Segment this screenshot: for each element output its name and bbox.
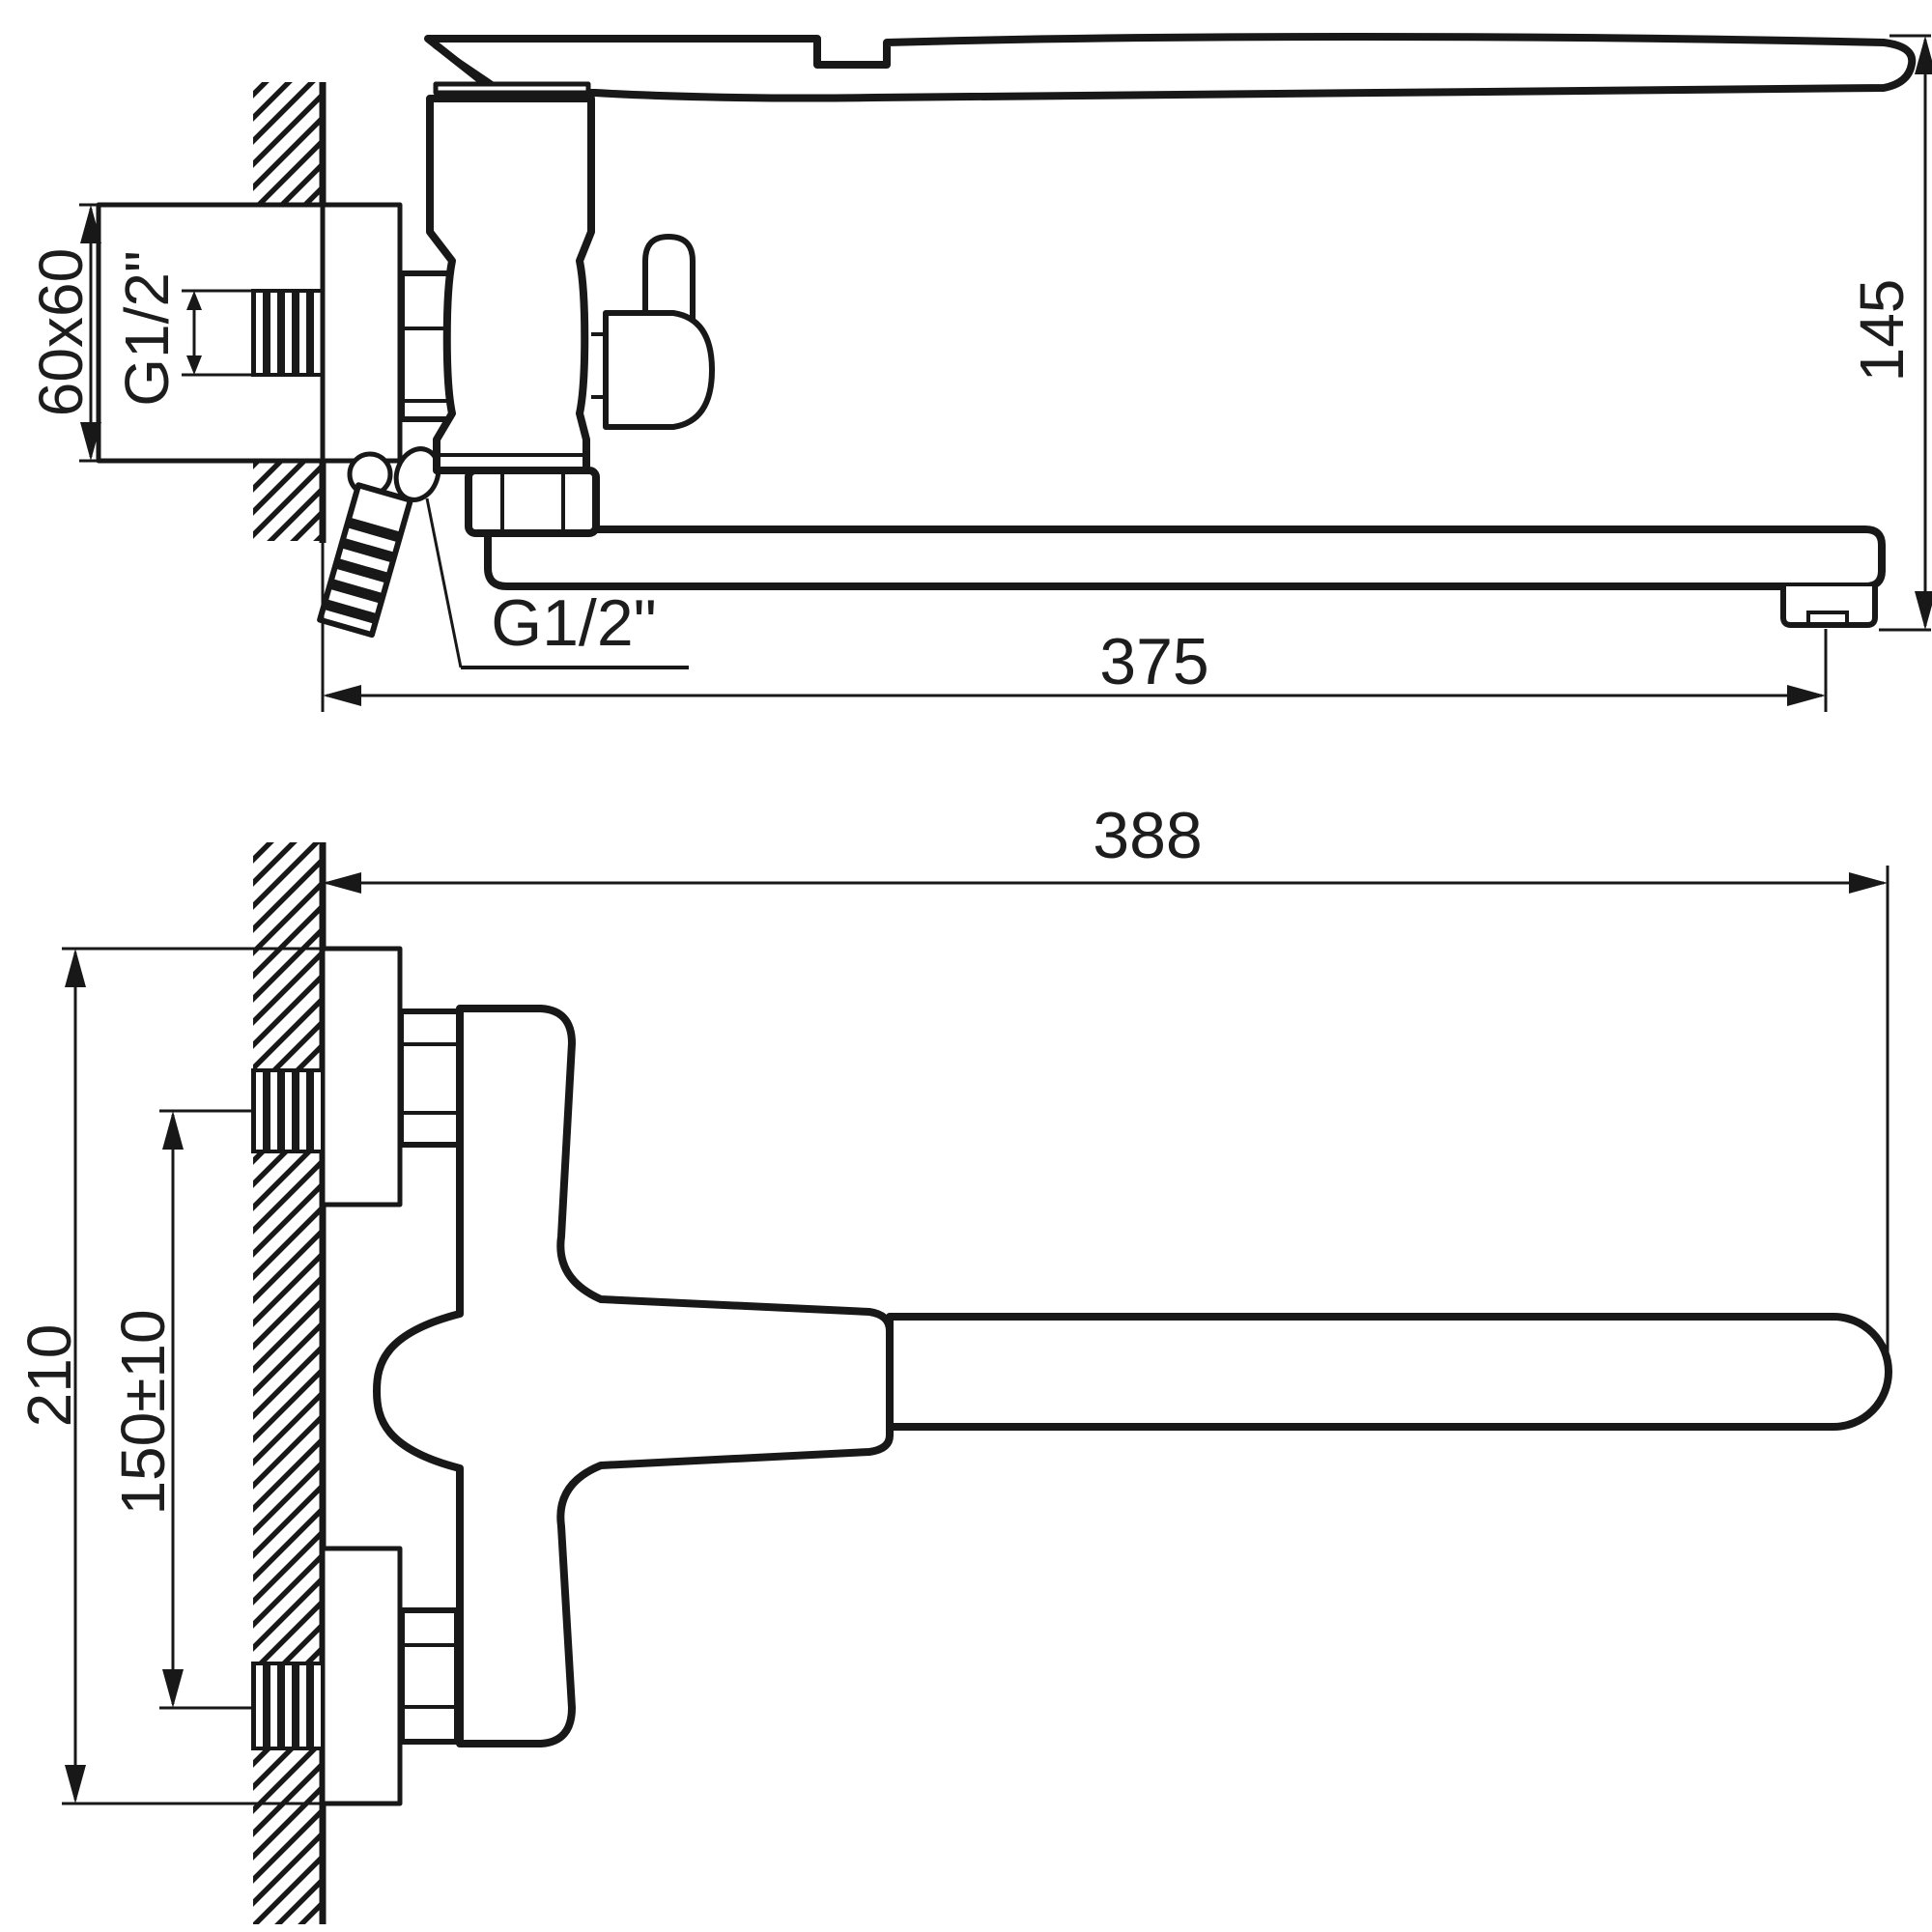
- dim-label-145: 145: [1847, 279, 1917, 383]
- dim-spacing-150: 150±10: [108, 1109, 253, 1710]
- side-view: 60x60 G1/2" 145 375: [26, 33, 1932, 712]
- label-hose-thread: G1/2": [425, 497, 689, 669]
- dim-label-375: 375: [1099, 625, 1208, 698]
- spout-tube: [484, 526, 1886, 590]
- nipple-thread-top: [251, 1068, 325, 1153]
- nipple-thread-bottom: [251, 1662, 325, 1750]
- shower-hose-outlet: [317, 446, 441, 639]
- eccentric-hex-top: [398, 1009, 463, 1148]
- dim-escutcheon-60x60: 60x60: [26, 203, 101, 463]
- aerator: [1780, 586, 1878, 628]
- hose-nipple: [317, 482, 413, 639]
- dim-label-inlet-thread: G1/2": [112, 250, 182, 406]
- dim-projection-388: 388: [323, 799, 1889, 1391]
- dim-label-hose-thread: G1/2": [491, 586, 657, 660]
- diverter-knob: [591, 234, 715, 430]
- cartridge-cap: [433, 81, 591, 96]
- spout-plan-bar: [886, 1313, 1892, 1431]
- valve-body-side: [426, 81, 595, 474]
- dim-inlet-thread: G1/2": [112, 250, 257, 407]
- valve-body-plan: [373, 1005, 894, 1747]
- wall-hatch-plan: [253, 842, 323, 1924]
- diverter-stem: [642, 234, 696, 324]
- dim-label-60x60: 60x60: [26, 248, 96, 416]
- dim-span-210: 210: [14, 947, 323, 1805]
- dim-label-210: 210: [14, 1324, 84, 1428]
- hose-thread-bands: [323, 517, 402, 625]
- spout-union-nut: [465, 467, 600, 537]
- spout-side: [484, 526, 1886, 628]
- escutcheon-plate-front: [320, 202, 403, 464]
- hose-label-leader: [425, 497, 463, 668]
- escutcheon-bottom: [320, 1546, 403, 1806]
- plan-view: 388 210 150±10: [14, 799, 1892, 1924]
- escutcheon-top: [320, 946, 403, 1208]
- wall-section-plan: [253, 842, 327, 1924]
- inlet-nipple-thread: [251, 289, 325, 377]
- dim-label-388: 388: [1093, 799, 1202, 872]
- handle-lever: [424, 33, 1917, 102]
- eccentric-hex-bottom: [399, 1607, 460, 1745]
- dim-reach-375: 375: [321, 543, 1828, 712]
- dim-label-150: 150±10: [108, 1309, 178, 1515]
- aerator-notch: [1806, 611, 1849, 625]
- diverter-block: [603, 310, 715, 430]
- dim-height-145: 145: [1847, 34, 1932, 632]
